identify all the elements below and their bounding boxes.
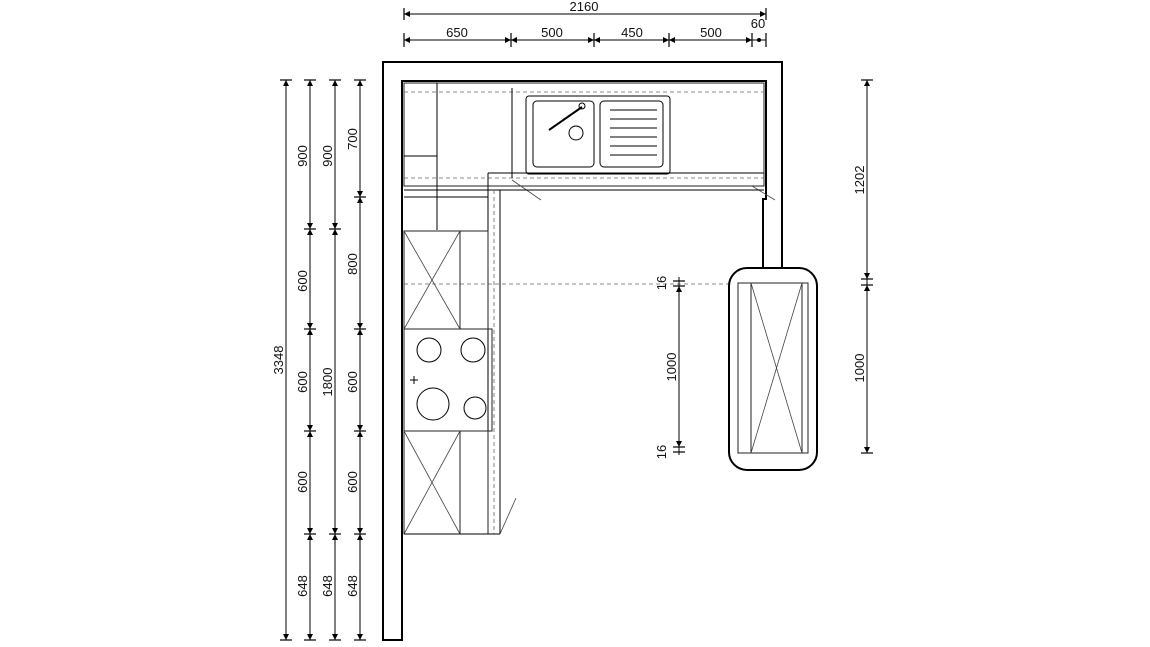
col-b-seg-2-label: 1800 [320, 368, 335, 397]
col-c-seg-3-label: 600 [345, 371, 360, 393]
overall-width-label: 2160 [570, 0, 599, 14]
double-sink [525, 95, 671, 175]
col-a-seg-2-label: 600 [295, 270, 310, 292]
col-a-seg-5-label: 648 [295, 575, 310, 597]
left-counter-run [403, 186, 764, 535]
col-c-seg-1-label: 700 [345, 128, 360, 150]
bottom-clearance-label: 16 [654, 445, 669, 459]
wall-to-island-label: 1202 [852, 166, 867, 195]
top-counter-run [403, 82, 776, 230]
burner-icon [463, 396, 487, 420]
burner-icon [460, 337, 486, 363]
col-a-seg-1-label: 900 [295, 145, 310, 167]
burner-icon [416, 387, 450, 421]
top-seg-1-label: 650 [446, 25, 468, 40]
col-b-seg-1-label: 900 [320, 145, 335, 167]
col-a-seg-4-label: 600 [295, 471, 310, 493]
col-c-seg-5-label: 648 [345, 575, 360, 597]
col-b-seg-3-label: 648 [320, 575, 335, 597]
end-gap-label: 60 [751, 16, 765, 31]
island [728, 267, 818, 471]
col-c-seg-2-label: 800 [345, 253, 360, 275]
top-seg-4-label: 500 [700, 25, 722, 40]
right-dimension-column: 1202 1000 [852, 79, 873, 454]
island-length-label: 1000 [852, 354, 867, 383]
left-dimension-column-b: 900 1800 648 [320, 79, 341, 641]
walls [382, 61, 783, 641]
center-dimension: 16 1000 16 [654, 276, 685, 459]
left-dimension-column-overall: 3348 [271, 79, 292, 641]
top-seg-2-label: 500 [541, 25, 563, 40]
col-c-seg-4-label: 600 [345, 471, 360, 493]
left-dimension-column-a: 900 600 600 600 648 [295, 79, 316, 641]
drain-icon [568, 125, 584, 141]
burner-icon [416, 337, 442, 363]
top-dimension-chain: 2160 60 650 500 450 500 [403, 0, 767, 47]
island-depth-label: 1000 [664, 353, 679, 382]
col-a-seg-3-label: 600 [295, 371, 310, 393]
top-clearance-label: 16 [654, 276, 669, 290]
overall-depth-label: 3348 [271, 346, 286, 375]
top-seg-3-label: 450 [621, 25, 643, 40]
left-dimension-column-c: 700 800 600 600 648 [345, 79, 366, 641]
